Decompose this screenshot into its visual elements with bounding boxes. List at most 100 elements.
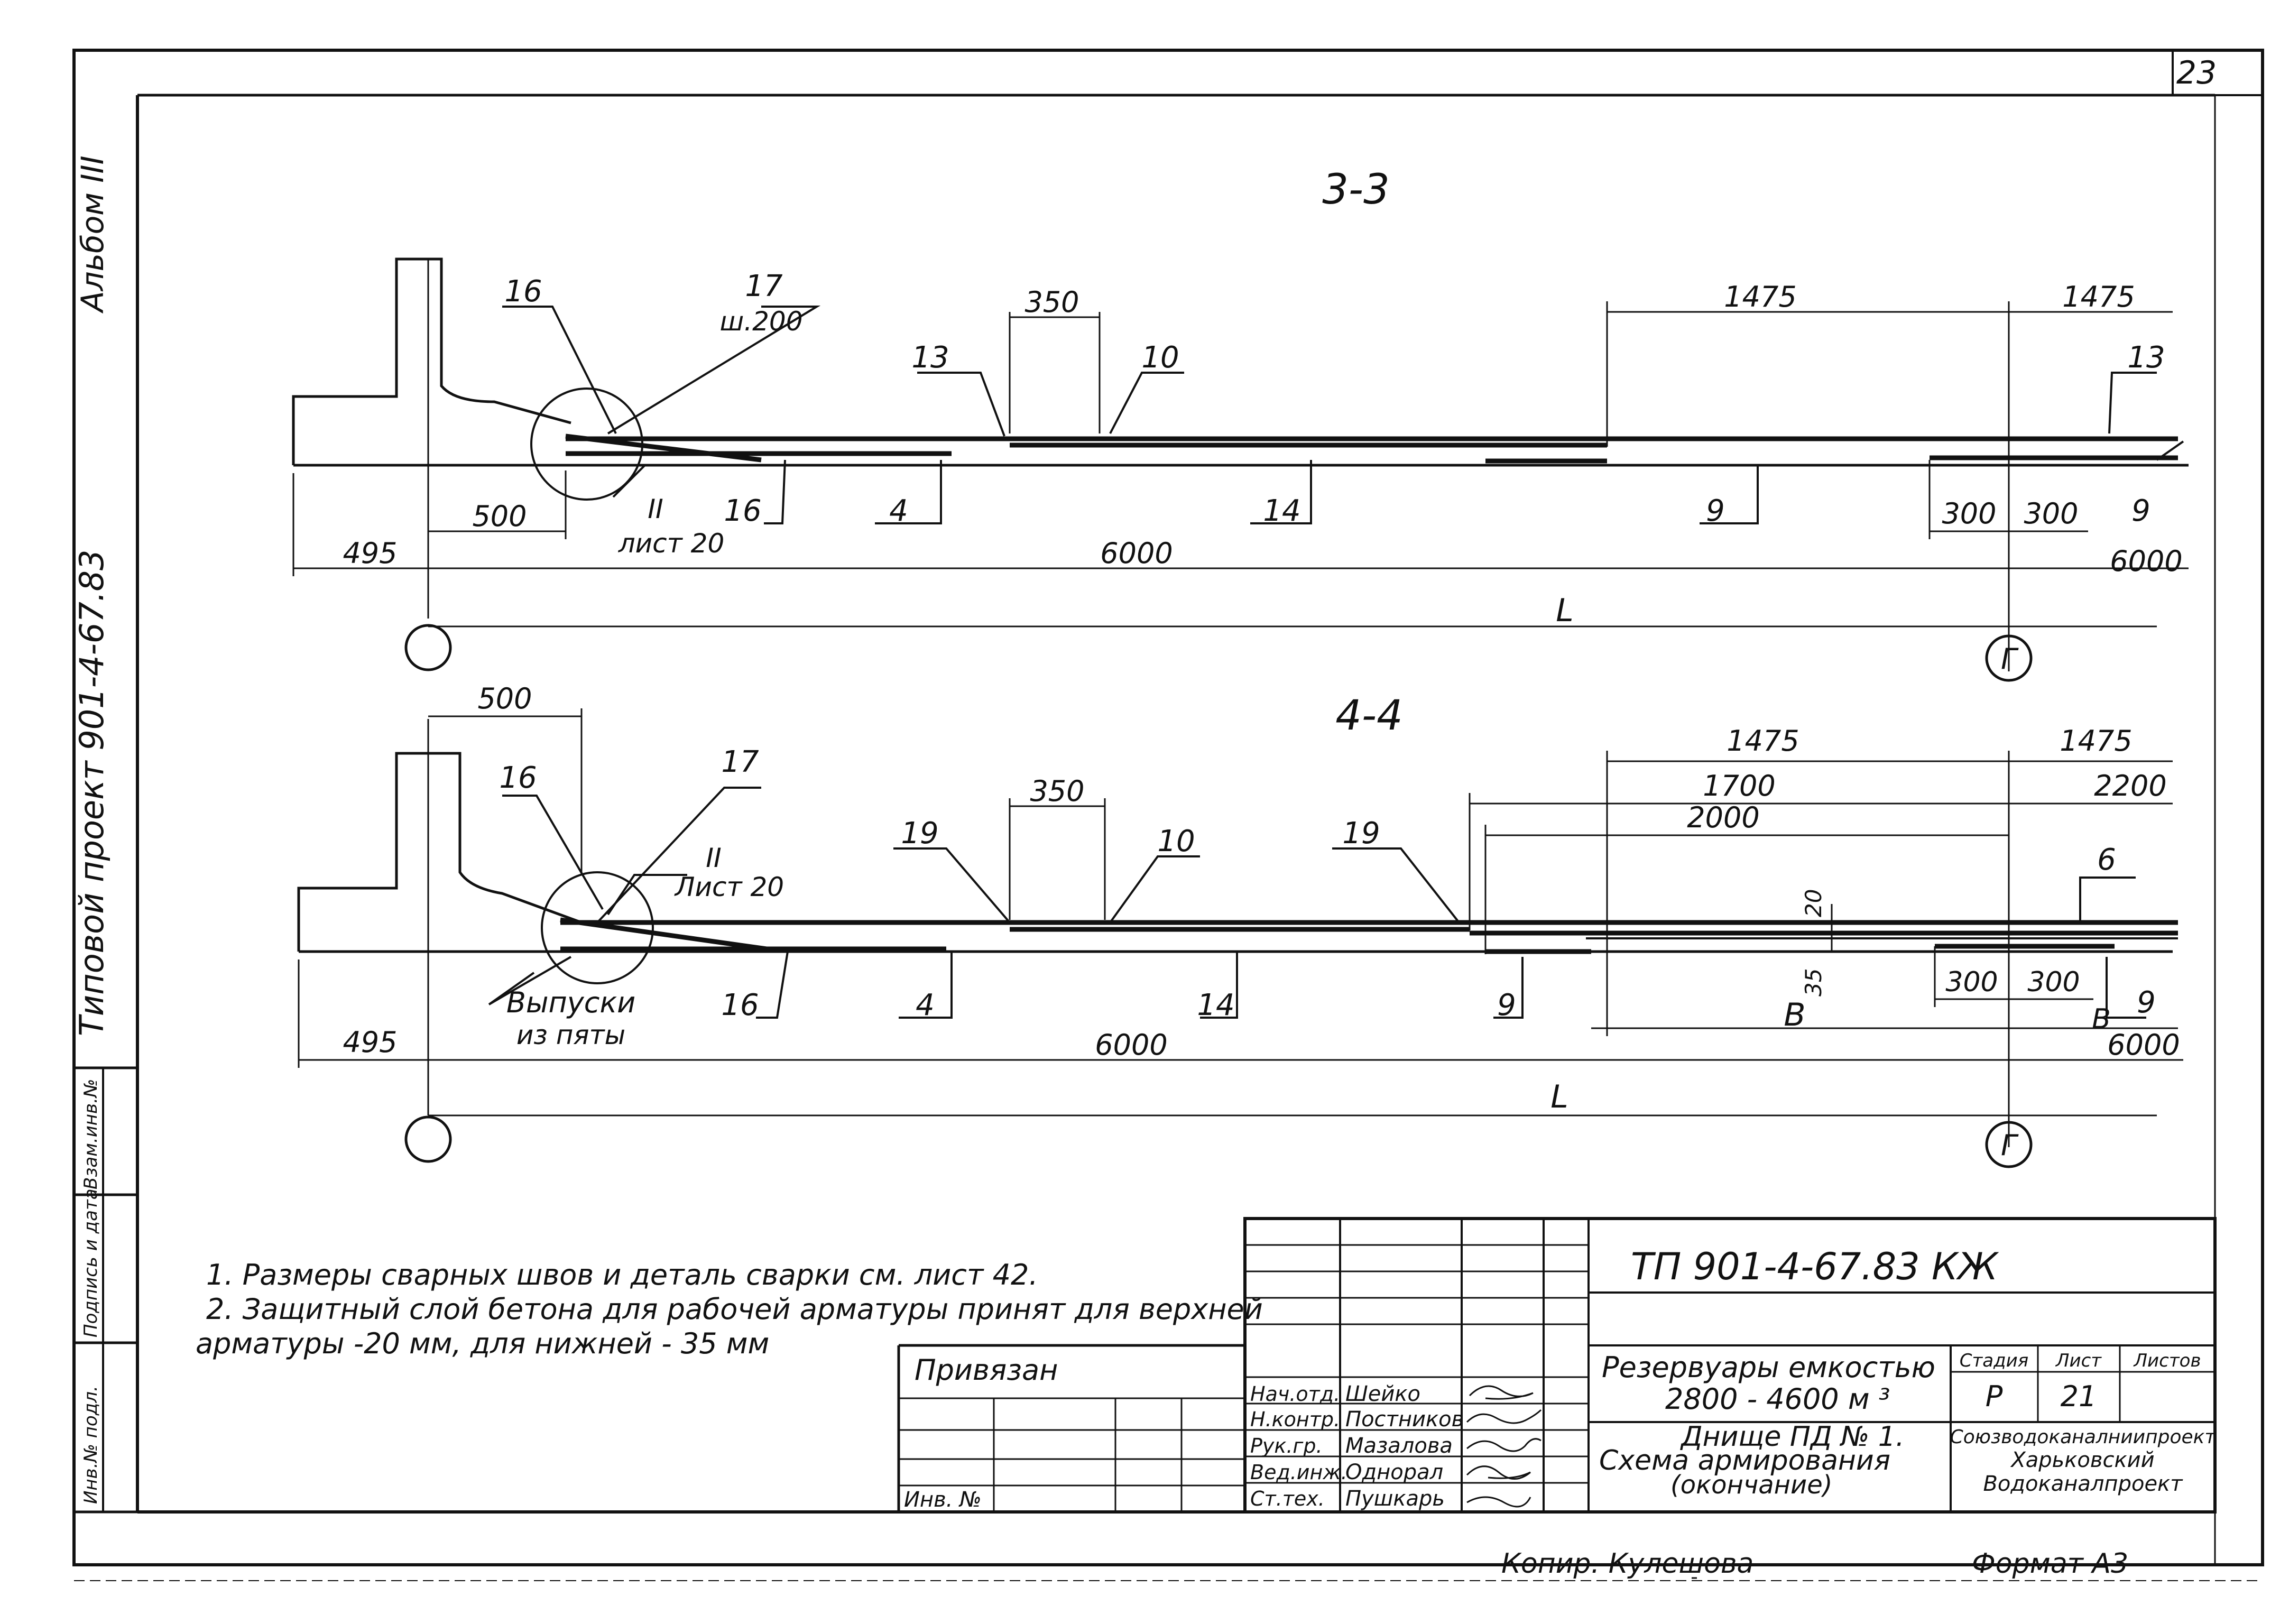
dim-495-4: 495 xyxy=(343,1026,397,1059)
dim-L-4: L xyxy=(1550,1078,1568,1115)
dim-1475-left-4: 1475 xyxy=(1727,724,1799,758)
section-3-3-title: 3-3 xyxy=(1322,166,1389,214)
dim-1475-right: 1475 xyxy=(2062,280,2135,313)
mark-4-4: 4 xyxy=(916,988,935,1022)
axis-left-3-3 xyxy=(404,624,452,671)
dim-350-4: 350 xyxy=(1030,774,1084,808)
dim-1475-left: 1475 xyxy=(1724,280,1796,313)
dim-6000-4: 6000 xyxy=(1095,1028,1167,1062)
mark-6: 6 xyxy=(2097,843,2116,877)
axis-right-3-3 xyxy=(1985,634,2033,682)
mark-19-right: 19 xyxy=(1342,816,1380,851)
role-st-tekh: Ст.тех. xyxy=(1250,1487,1325,1510)
drawing-name-3: (окончание) xyxy=(1670,1470,1832,1500)
drawing-name-1: Днище ПД № 1. xyxy=(1680,1421,1904,1453)
mark-17-4: 17 xyxy=(721,745,759,779)
note-2: 2. Защитный слой бетона для рабочей арма… xyxy=(206,1293,1263,1326)
stage-label: Стадия xyxy=(1960,1350,2028,1371)
org-line-2: Харьковский xyxy=(2010,1448,2154,1472)
mark-17: 17 xyxy=(745,269,783,303)
note-1: 1. Размеры сварных швов и деталь сварки … xyxy=(206,1258,1038,1291)
inv-no-label: Инв. № xyxy=(904,1488,982,1512)
node-callout-circle-4-4 xyxy=(541,871,654,984)
name-postnikov: Постников xyxy=(1345,1407,1464,1432)
wall-outline-3-3 xyxy=(292,257,2189,467)
mark-9-left: 9 xyxy=(1706,494,1725,528)
stage-value: Р xyxy=(1986,1380,2003,1413)
object-name-1: Резервуары емкостью xyxy=(1602,1351,1935,1384)
mark-17-step: ш.200 xyxy=(719,306,802,337)
format-label: Формат А3 xyxy=(1972,1548,2128,1580)
dim-300-right: 300 xyxy=(2024,497,2078,530)
dim-495: 495 xyxy=(343,537,397,570)
object-name-2: 2800 - 4600 м ³ xyxy=(1665,1382,1890,1416)
node-ref-roman: II xyxy=(648,494,663,524)
privyazan-label: Привязан xyxy=(915,1353,1058,1387)
dim-1475-right-4: 1475 xyxy=(2060,724,2132,758)
mark-9-right-4: 9 xyxy=(2137,985,2156,1020)
node-ref-sheet: лист 20 xyxy=(618,528,725,559)
title-block xyxy=(897,1217,2217,1514)
sheet-value: 21 xyxy=(2061,1380,2097,1413)
name-sheiko: Шейко xyxy=(1345,1382,1420,1406)
dim-500-4: 500 xyxy=(477,682,532,715)
note-2-cont: арматуры -20 мм, для нижней - 35 мм xyxy=(196,1327,769,1360)
dim-2200: 2200 xyxy=(2094,769,2166,802)
mark-9-left-4: 9 xyxy=(1497,988,1516,1022)
mark-4: 4 xyxy=(889,494,908,528)
dim-300-right-4: 300 xyxy=(2027,966,2080,998)
mark-16-bottom: 16 xyxy=(724,494,761,528)
left-stamp xyxy=(72,1066,139,1514)
mark-10-4: 10 xyxy=(1157,824,1195,859)
dim-6000-right: 6000 xyxy=(2110,545,2182,578)
dim-L: L xyxy=(1556,592,1573,629)
dim-35: 35 xyxy=(1801,968,1826,996)
node-ref-roman-4: II xyxy=(706,843,722,873)
vypuski-label-2: из пяты xyxy=(516,1020,625,1050)
dim-6000-right-4: 6000 xyxy=(2107,1028,2180,1062)
dim-300-left: 300 xyxy=(1942,497,1996,530)
mark-14-4: 14 xyxy=(1197,988,1234,1022)
sheet-corner-number: 23 xyxy=(2176,54,2217,91)
axis-right-label-3-3: Г xyxy=(2001,642,2019,676)
name-pushkar: Пушкарь xyxy=(1345,1487,1445,1511)
axis-right-label-4-4: Г xyxy=(2001,1129,2019,1162)
role-ved-inzh: Вед.инж. xyxy=(1250,1461,1347,1484)
album-label: Альбом III xyxy=(75,155,110,314)
project-label: Типовой проект 901-4-67.83 xyxy=(72,550,111,1036)
node-callout-circle-3-3 xyxy=(530,387,643,501)
section-4-4-title: 4-4 xyxy=(1335,692,1402,740)
stamp-vzam-inv: Взам.инв.№ xyxy=(80,1079,101,1189)
copied-by: Копир. Кулешова xyxy=(1501,1548,1753,1580)
axis-right-4-4 xyxy=(1985,1121,2033,1168)
mark-B-left: В xyxy=(1784,996,1805,1034)
role-nach-otd: Нач.отд. xyxy=(1250,1382,1340,1406)
doc-code: ТП 901-4-67.83 КЖ xyxy=(1631,1245,1999,1288)
name-odnoral: Однорал xyxy=(1345,1460,1443,1484)
section-4-4: 4-4 xyxy=(297,682,2183,1168)
mark-13-right: 13 xyxy=(2127,340,2165,375)
dim-300-left-4: 300 xyxy=(1945,966,1998,998)
name-mazalova: Мазалова xyxy=(1345,1434,1453,1458)
mark-9-right: 9 xyxy=(2131,494,2150,528)
vypuski-label: Выпуски xyxy=(506,986,635,1019)
wall-outline-4-4 xyxy=(297,752,2173,953)
dim-6000: 6000 xyxy=(1100,537,1173,570)
dim-500: 500 xyxy=(472,500,527,533)
signatures xyxy=(1466,1385,1542,1508)
dim-1700: 1700 xyxy=(1703,769,1775,802)
drawing-name-2: Схема армирования xyxy=(1599,1445,1890,1477)
notes: 1. Размеры сварных швов и деталь сварки … xyxy=(196,1258,1263,1360)
mark-19-left: 19 xyxy=(901,816,938,851)
mark-16-top: 16 xyxy=(504,274,542,309)
mark-10: 10 xyxy=(1141,340,1179,375)
dim-20: 20 xyxy=(1801,889,1826,917)
role-n-kontr: Н.контр. xyxy=(1250,1408,1340,1431)
mark-B-right: В xyxy=(2092,1003,2111,1035)
axis-left-4-4 xyxy=(404,1115,452,1163)
section-3-3: 3-3 xyxy=(292,166,2189,682)
stamp-inv-podl: Инв.№ подл. xyxy=(80,1386,101,1504)
mark-14: 14 xyxy=(1263,494,1300,528)
stamp-podpis-data: Подпись и дата xyxy=(80,1188,101,1337)
node-ref-sheet-4: Лист 20 xyxy=(674,872,784,902)
